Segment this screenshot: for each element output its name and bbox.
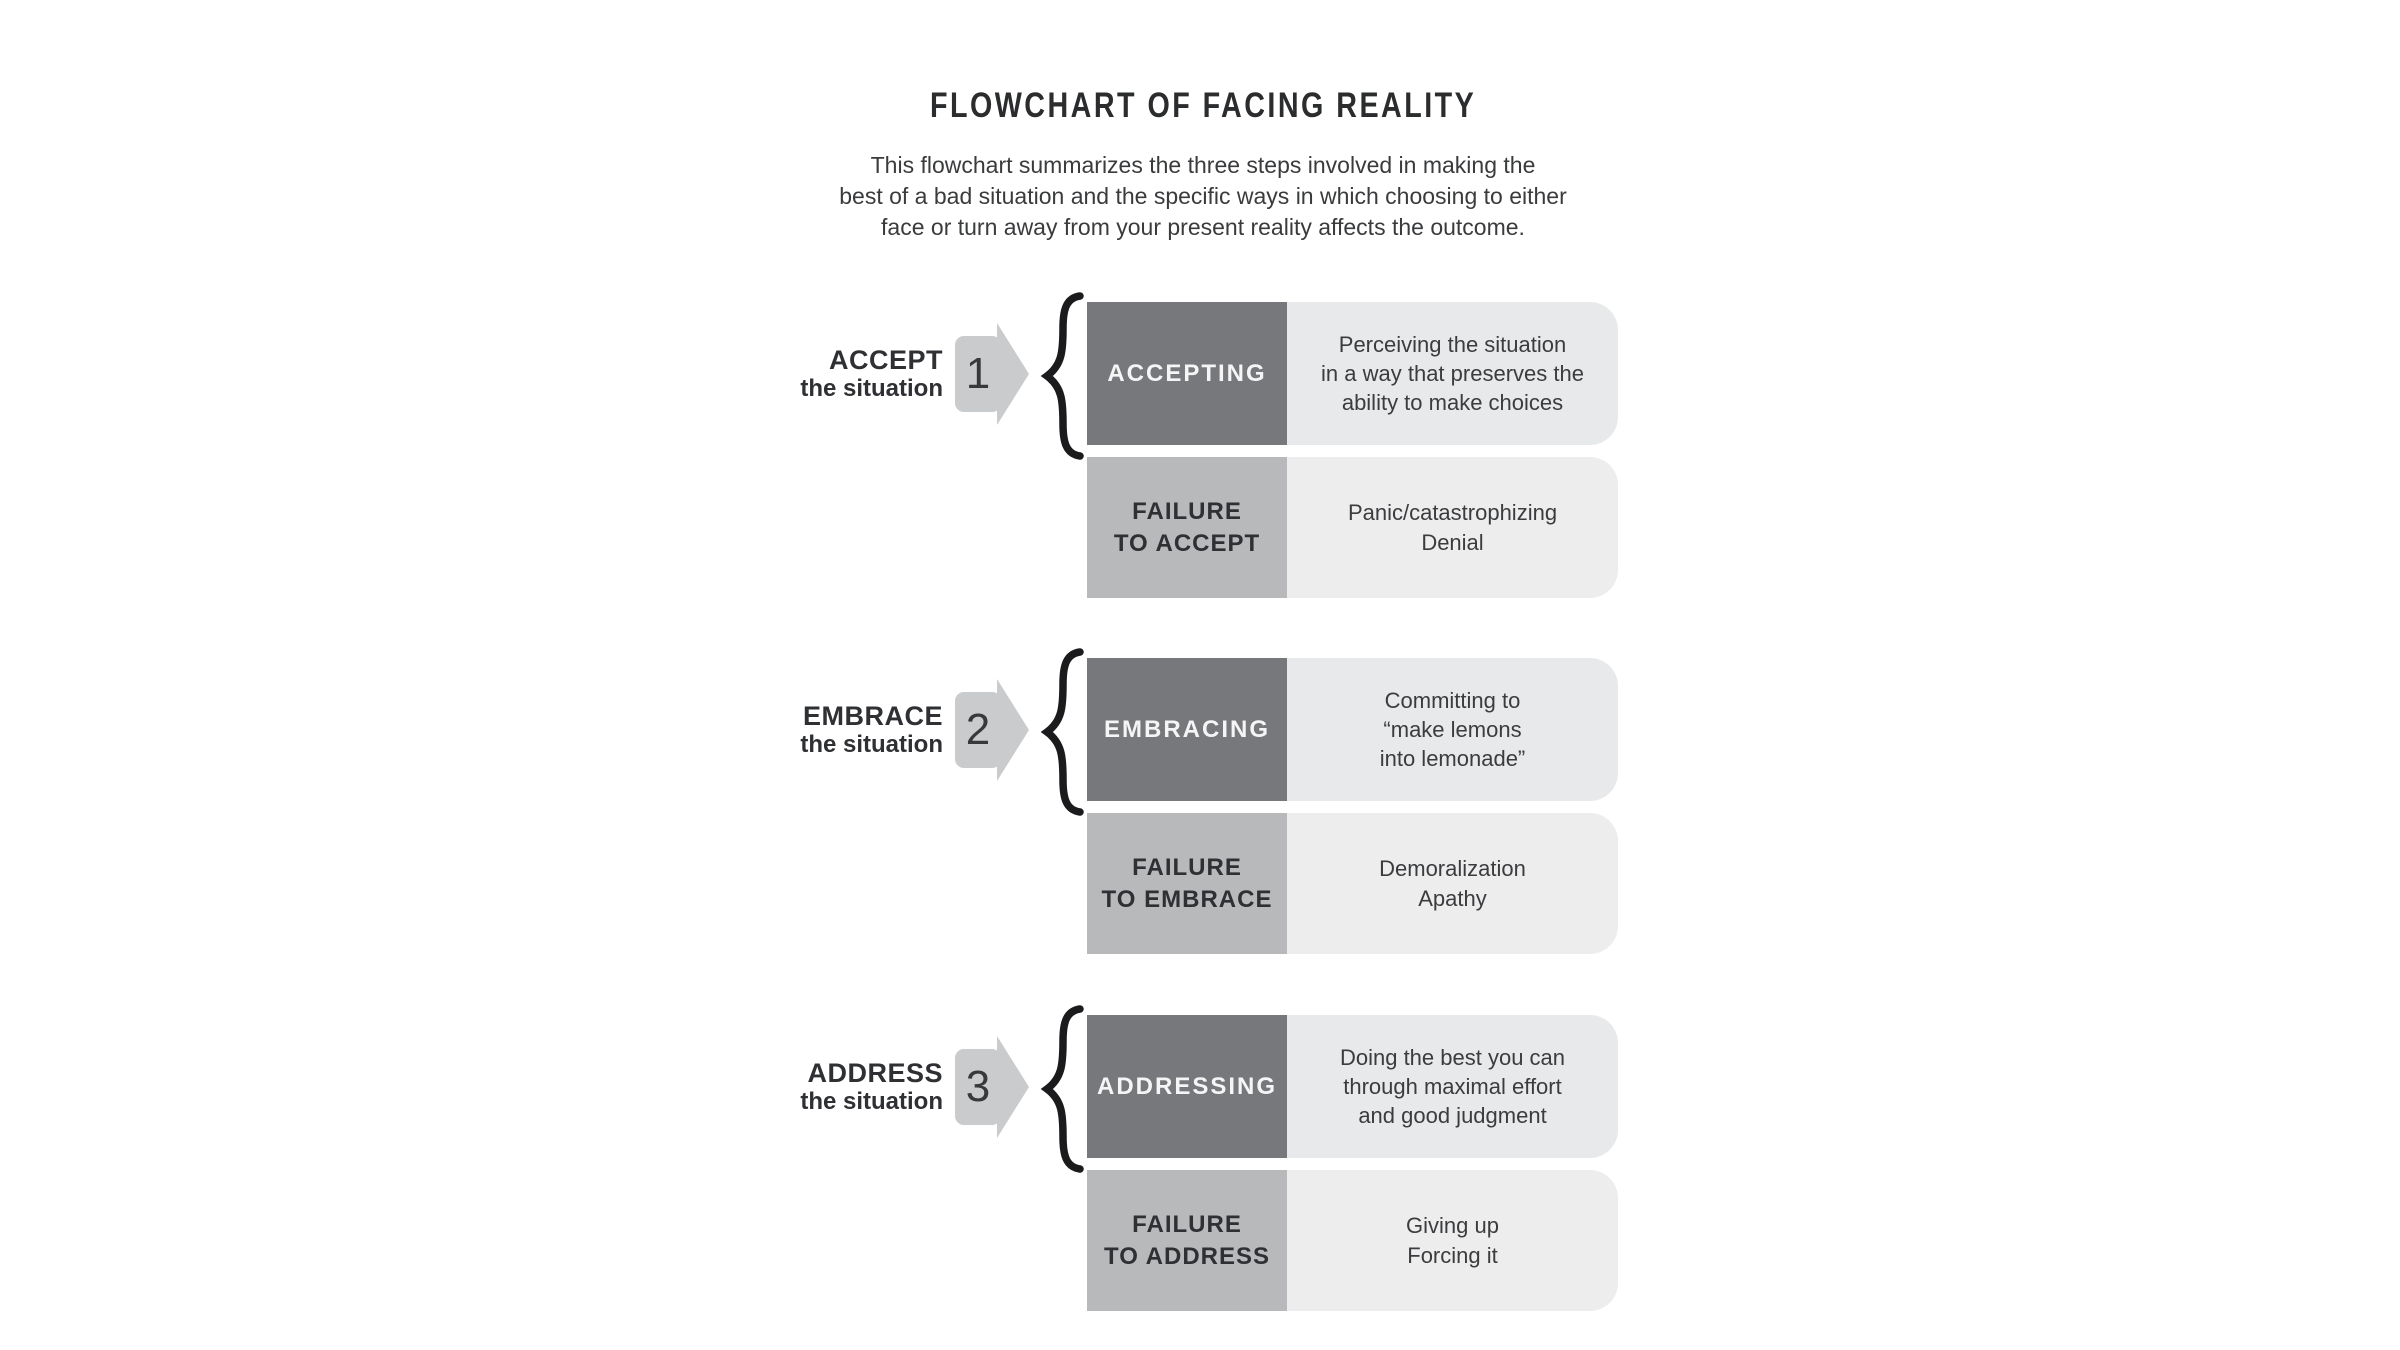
desc-line: Demoralization	[1379, 855, 1526, 881]
arrow-right-icon: 3	[955, 1035, 1029, 1139]
desc-line: in a way that preserves the	[1321, 361, 1584, 386]
desc-line: “make lemons	[1383, 717, 1522, 742]
failure-desc-box: Panic/catastrophizing Denial	[1287, 457, 1618, 598]
failure-name-line: TO ADDRESS	[1103, 1242, 1271, 1270]
failure-desc-box: Demoralization Apathy	[1287, 813, 1618, 954]
step-number: 2	[965, 705, 991, 754]
subtitle-line: best of a bad situation and the specific…	[839, 183, 1567, 209]
failure-name-line: FAILURE	[1132, 1210, 1242, 1238]
arrow-shape	[955, 679, 1029, 781]
desc-line: Doing the best you can	[1339, 1045, 1566, 1070]
desc-line: Perceiving the situation	[1338, 332, 1567, 357]
step-label-embrace: EMBRACE the situation	[600, 701, 943, 759]
step-label-subtitle: the situation	[800, 1088, 943, 1115]
step-number: 1	[965, 349, 991, 398]
failure-name-box: FAILURE TO ACCEPT	[1087, 457, 1287, 598]
desc-line: ability to make choices	[1341, 390, 1564, 415]
brace-icon	[1036, 290, 1088, 462]
failure-desc-box: Giving up Forcing it	[1287, 1170, 1618, 1311]
desc-line: Denial	[1421, 529, 1484, 555]
arrow-shape	[955, 323, 1029, 425]
step-label-title: ADDRESS	[807, 1058, 943, 1088]
desc-line: Committing to	[1384, 688, 1521, 713]
arrow-right-icon: 1	[955, 322, 1029, 426]
desc-line: Forcing it	[1407, 1242, 1498, 1268]
page-title-wrap: FLOWCHART OF FACING REALITY	[0, 86, 2400, 126]
failure-name-line: FAILURE	[1132, 853, 1242, 881]
step-label-subtitle: the situation	[800, 731, 943, 758]
brace-icon	[1036, 1003, 1088, 1175]
failure-name-line: TO ACCEPT	[1113, 529, 1261, 557]
failure-name-box: FAILURE TO EMBRACE	[1087, 813, 1287, 954]
subtitle-line: face or turn away from your present real…	[881, 214, 1525, 240]
action-row: ACCEPTING Perceiving the situation in a …	[1087, 302, 1618, 445]
failure-name-box: FAILURE TO ADDRESS	[1087, 1170, 1287, 1311]
action-desc-box: Perceiving the situation in a way that p…	[1287, 302, 1618, 445]
action-row: EMBRACING Committing to “make lemons int…	[1087, 658, 1618, 801]
failure-name-line: TO EMBRACE	[1101, 885, 1273, 913]
action-row: ADDRESSING Doing the best you can throug…	[1087, 1015, 1618, 1158]
desc-line: Giving up	[1406, 1212, 1499, 1238]
action-desc-box: Committing to “make lemons into lemonade…	[1287, 658, 1618, 801]
brace-icon	[1036, 646, 1088, 818]
action-name-box: EMBRACING	[1087, 658, 1287, 801]
action-name-box: ACCEPTING	[1087, 302, 1287, 445]
page-title: FLOWCHART OF FACING REALITY	[929, 86, 1477, 125]
subtitle-line: This flowchart summarizes the three step…	[870, 152, 1536, 178]
desc-line: Apathy	[1418, 885, 1487, 911]
failure-name-line: FAILURE	[1132, 497, 1242, 525]
step-label-subtitle: the situation	[800, 375, 943, 402]
step-number: 3	[965, 1062, 991, 1111]
arrow-shape	[955, 1036, 1029, 1138]
step-label-accept: ACCEPT the situation	[600, 345, 943, 403]
step-label-address: ADDRESS the situation	[600, 1058, 943, 1116]
step-label-title: ACCEPT	[828, 345, 943, 375]
desc-line: into lemonade”	[1379, 746, 1526, 771]
desc-line: through maximal effort	[1343, 1074, 1562, 1099]
failure-row: FAILURE TO ADDRESS Giving up Forcing it	[1087, 1170, 1618, 1311]
failure-row: FAILURE TO ACCEPT Panic/catastrophizing …	[1087, 457, 1618, 598]
step-label-title: EMBRACE	[802, 701, 943, 731]
arrow-right-icon: 2	[955, 678, 1029, 782]
desc-line: Panic/catastrophizing	[1347, 499, 1558, 525]
action-desc-box: Doing the best you can through maximal e…	[1287, 1015, 1618, 1158]
failure-row: FAILURE TO EMBRACE Demoralization Apathy	[1087, 813, 1618, 954]
action-name-box: ADDRESSING	[1087, 1015, 1287, 1158]
desc-line: and good judgment	[1358, 1103, 1547, 1128]
subtitle: This flowchart summarizes the three step…	[0, 150, 2400, 243]
